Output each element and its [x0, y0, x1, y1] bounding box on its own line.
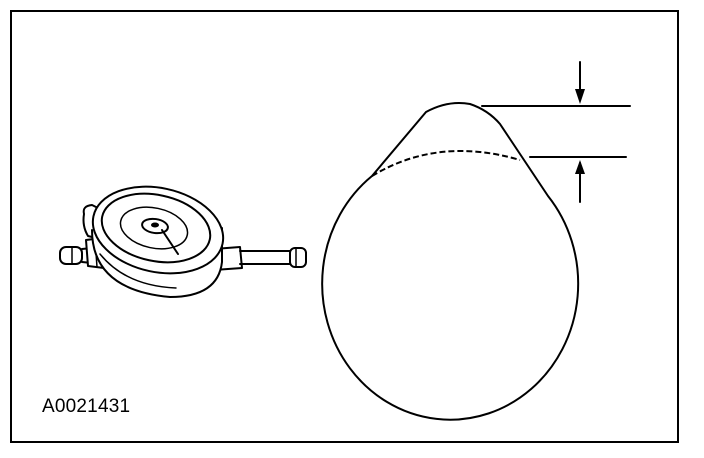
shaft-true-circle-line [371, 150, 521, 177]
dial-indicator-needle [161, 229, 179, 255]
dial-indicator-inner-ring [119, 206, 189, 250]
dimension-arrow-icon [481, 61, 631, 203]
shaft-outline [321, 102, 580, 421]
dial-indicator-stem [213, 246, 307, 271]
dial-indicator-icon [59, 185, 307, 298]
figure-id-label: A0021431 [42, 396, 131, 417]
round-shaft-icon [321, 102, 580, 421]
